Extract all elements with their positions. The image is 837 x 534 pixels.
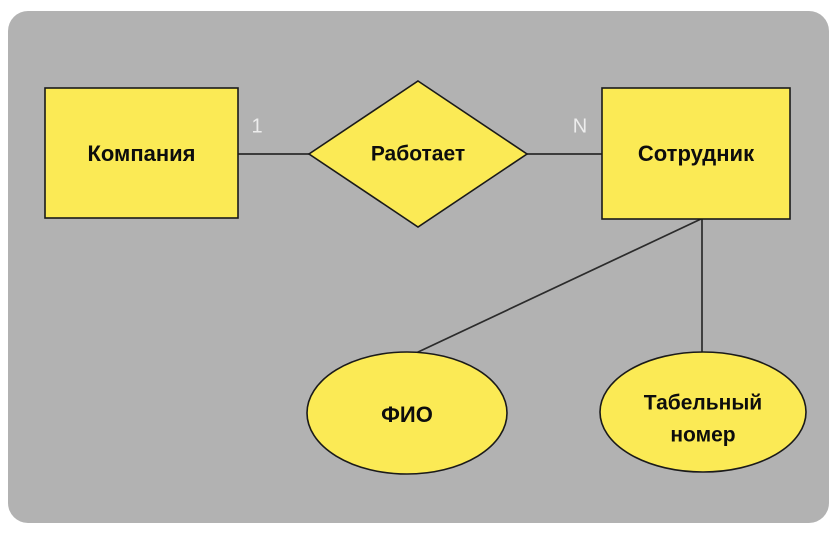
connector-layer [238,153,703,354]
relationship-works-label: Работает [371,143,465,166]
attribute-full-name-label: ФИО [381,402,433,427]
attribute-personnel-number-label-line2: номер [670,424,735,447]
entity-company-label: Компания [87,141,195,166]
attribute-full-name-ellipse[interactable] [306,351,508,475]
entity-employee-label: Сотрудник [638,141,755,166]
cardinality-company-side: 1 [251,115,262,137]
attribute-full-name[interactable]: ФИО [306,351,508,475]
entity-employee-rect[interactable] [601,87,791,220]
attribute-personnel-number-ellipse[interactable] [599,351,807,473]
cardinality-layer: 1 N [251,115,587,137]
entity-employee[interactable]: Сотрудник [601,87,791,220]
cardinality-employee-side: N [573,115,587,137]
entity-company[interactable]: Компания [44,87,239,219]
relationship-works[interactable]: Работает [307,80,529,228]
connector-employee-to-full-name [415,218,702,354]
attribute-personnel-number[interactable]: Табельный номер [599,351,807,473]
relationship-works-diamond[interactable] [307,80,529,228]
attribute-personnel-number-label-line1: Табельный [644,392,762,415]
entity-company-rect[interactable] [44,87,239,219]
